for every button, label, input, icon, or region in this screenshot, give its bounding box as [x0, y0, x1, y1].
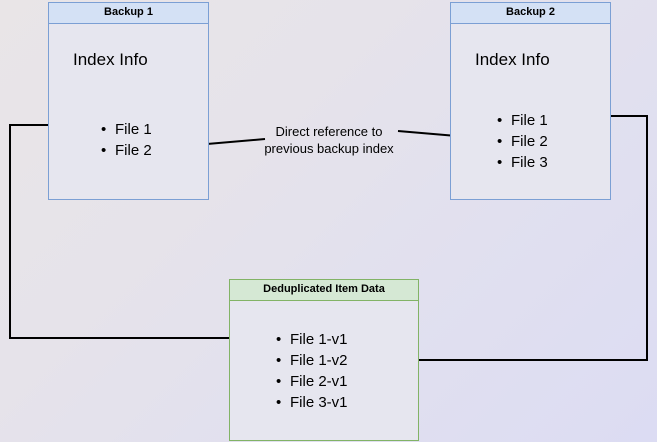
backup-1-header: Backup 1	[49, 3, 208, 24]
dedup-file-list: File 1-v1 File 1-v2 File 2-v1 File 3-v1	[276, 329, 348, 413]
backup-1-index-label: Index Info	[73, 50, 148, 69]
list-item: File 1-v1	[276, 329, 348, 350]
backup-2-header: Backup 2	[451, 3, 610, 24]
backup-2-index-label: Index Info	[475, 50, 550, 69]
list-item: File 1-v2	[276, 350, 348, 371]
direct-reference-caption: Direct reference to previous backup inde…	[249, 123, 409, 157]
list-item: File 3-v1	[276, 392, 348, 413]
dedup-body: File 1-v1 File 1-v2 File 2-v1 File 3-v1	[230, 301, 418, 440]
list-item: File 1	[101, 119, 152, 140]
caption-line-1: Direct reference to	[275, 124, 383, 139]
list-item: File 2	[101, 140, 152, 161]
dedup-header: Deduplicated Item Data	[230, 280, 418, 301]
backup-2-box[interactable]: Backup 2 Index Info File 1 File 2 File 3	[450, 2, 611, 200]
backup-2-body: Index Info File 1 File 2 File 3	[451, 24, 610, 199]
list-item: File 3	[497, 152, 548, 173]
backup-2-file-list: File 1 File 2 File 3	[497, 110, 548, 173]
caption-line-2: previous backup index	[264, 141, 394, 156]
deduplicated-item-data-box[interactable]: Deduplicated Item Data File 1-v1 File 1-…	[229, 279, 419, 441]
list-item: File 1	[497, 110, 548, 131]
list-item: File 2	[497, 131, 548, 152]
backup-1-file-list: File 1 File 2	[101, 119, 152, 161]
list-item: File 2-v1	[276, 371, 348, 392]
backup-1-body: Index Info File 1 File 2	[49, 24, 208, 199]
backup-1-box[interactable]: Backup 1 Index Info File 1 File 2	[48, 2, 209, 200]
